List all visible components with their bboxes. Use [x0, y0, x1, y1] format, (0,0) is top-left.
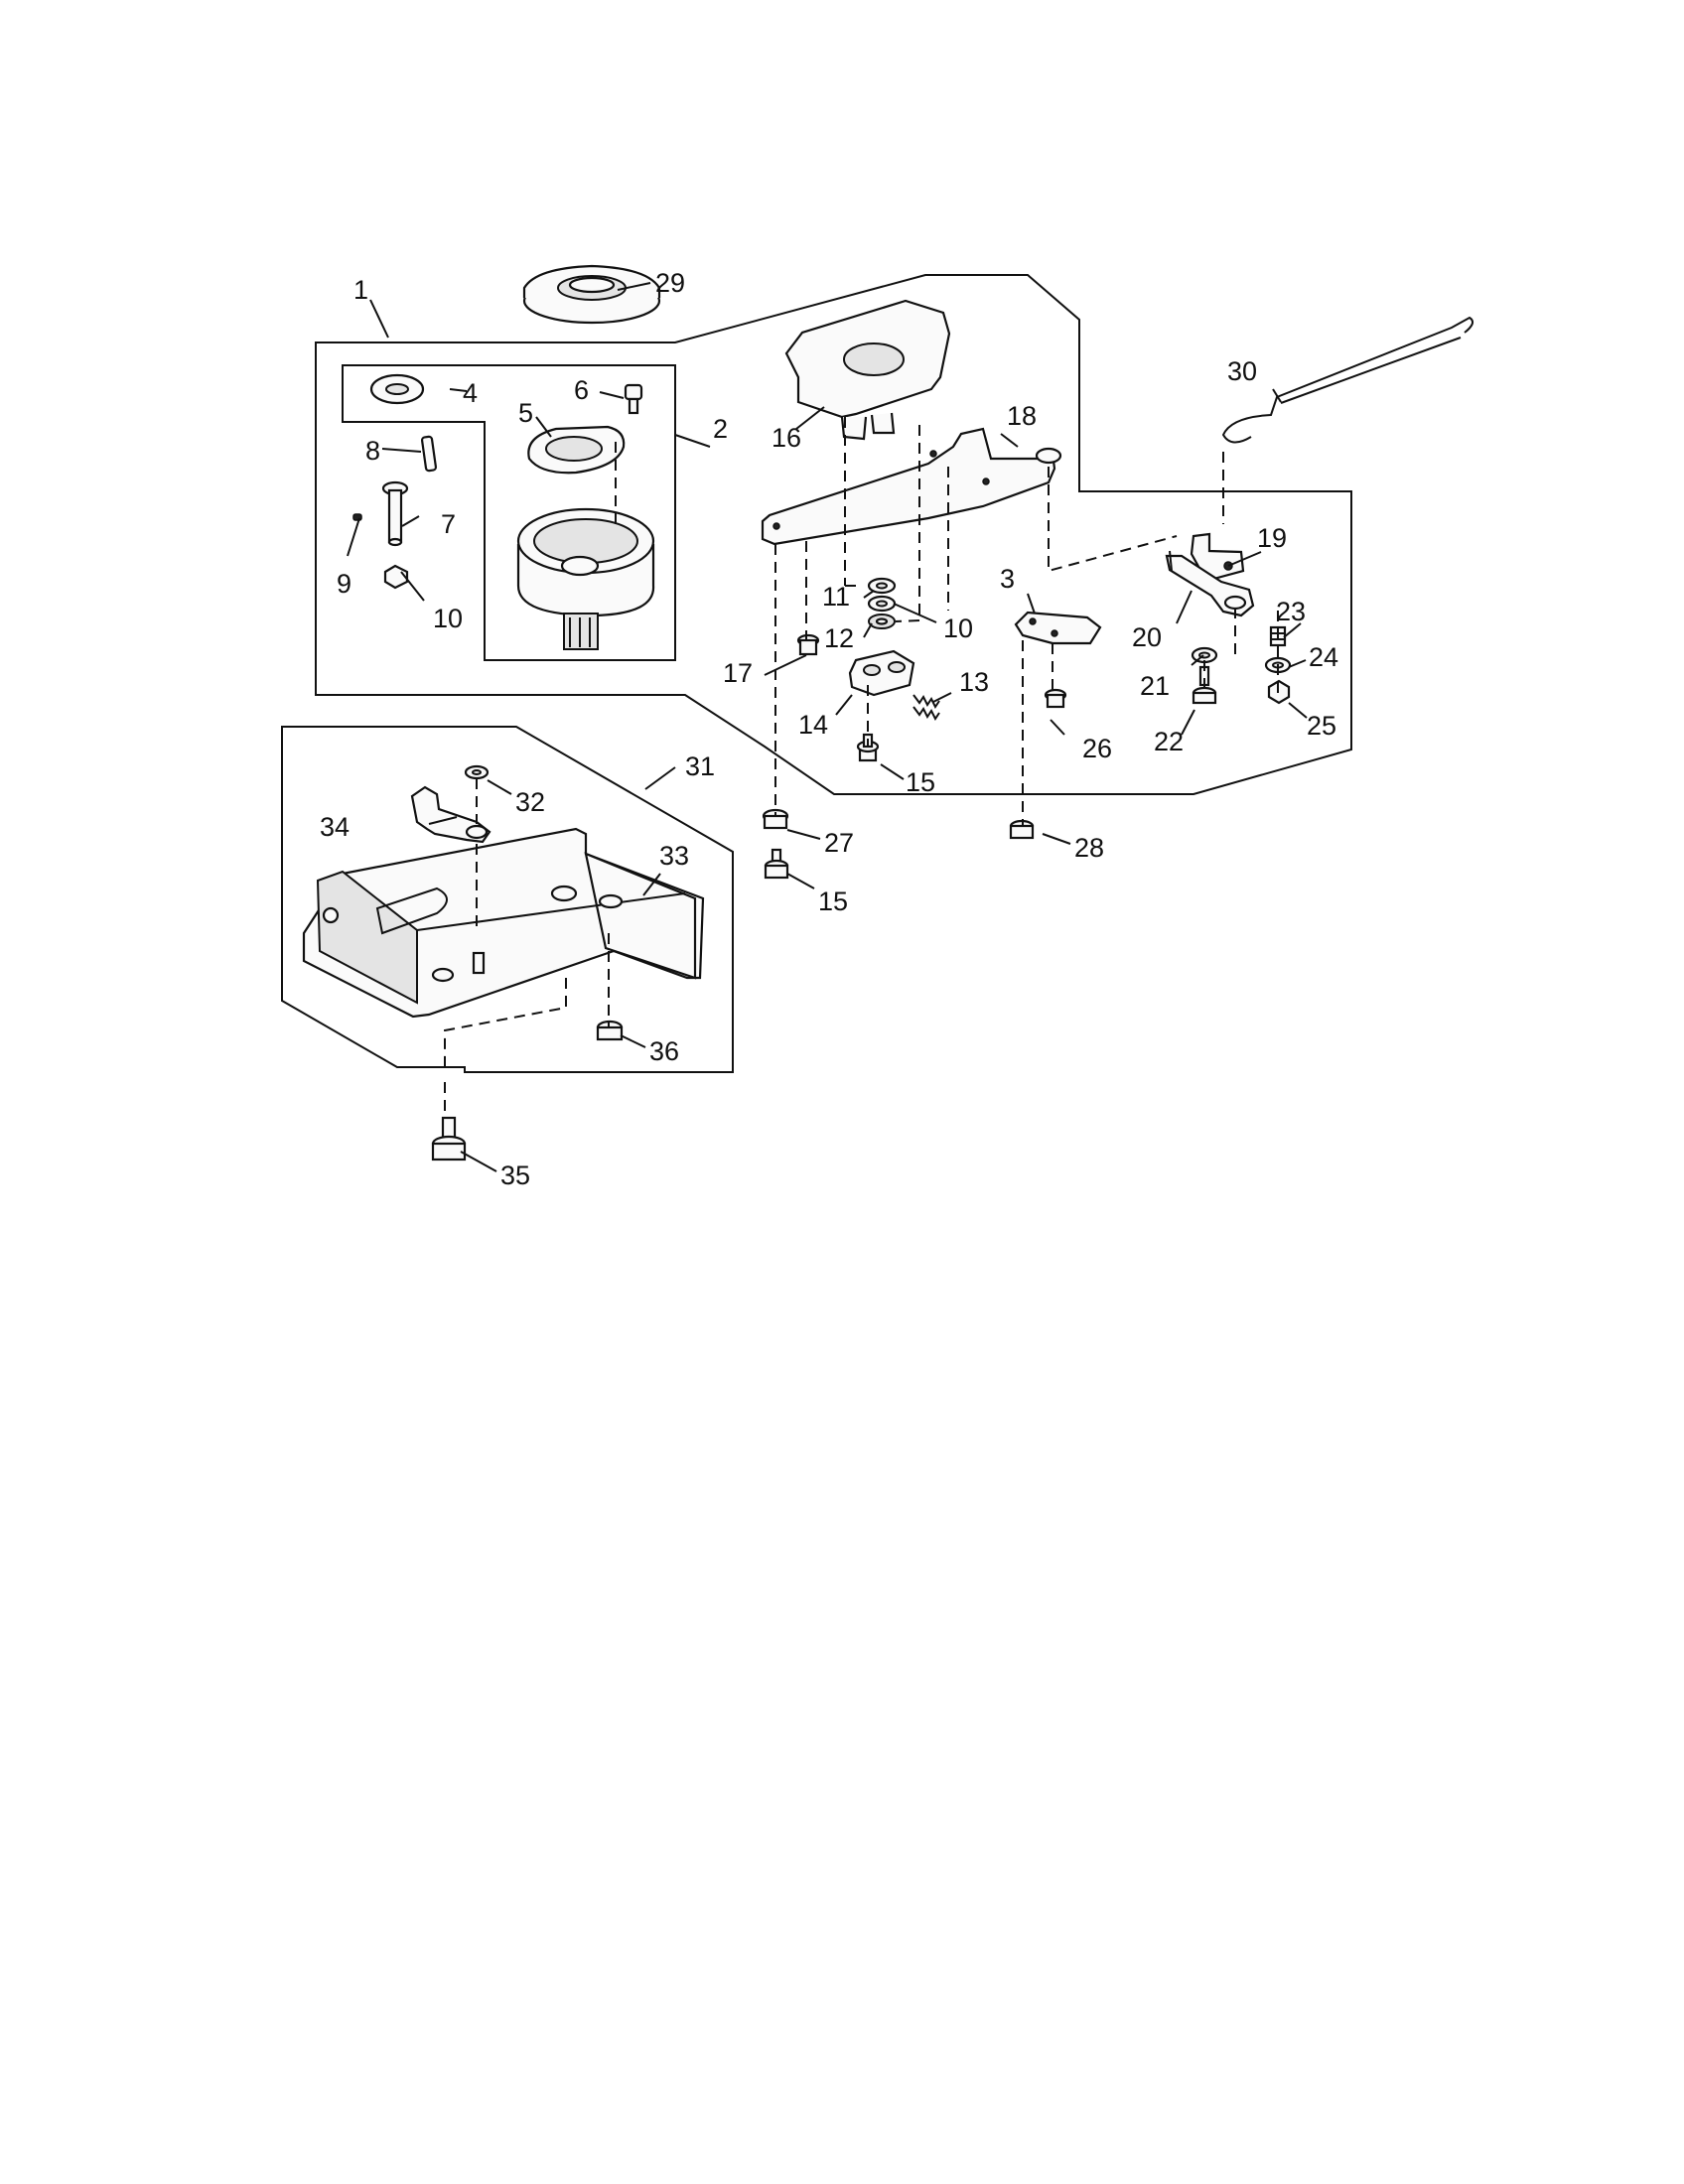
- part-15-screw-lower: [764, 848, 789, 880]
- callout-6: 6: [574, 375, 589, 405]
- callout-1: 1: [353, 275, 368, 305]
- callout-3: 3: [1000, 564, 1015, 594]
- callout-19: 19: [1257, 523, 1287, 553]
- part-3-small-plate: [1014, 611, 1102, 645]
- callout-8: 8: [365, 436, 380, 466]
- callout-14: 14: [798, 710, 828, 740]
- callout-23: 23: [1276, 597, 1306, 626]
- part-31-base-plate: [302, 827, 705, 1019]
- part-8-pin: [420, 435, 438, 473]
- callout-4: 4: [463, 378, 478, 408]
- callout-29: 29: [655, 268, 685, 298]
- callout-16: 16: [772, 423, 801, 453]
- assembly-lines-base: [444, 778, 610, 1118]
- callout-31: 31: [685, 751, 715, 781]
- callout-18: 18: [1007, 401, 1037, 431]
- part-26-screw: [1044, 688, 1067, 709]
- callout-33: 33: [659, 841, 689, 871]
- callout-21: 21: [1140, 671, 1170, 701]
- callout-28: 28: [1074, 833, 1104, 863]
- callout-5: 5: [518, 398, 533, 428]
- part-16-bobbin-holder: [784, 299, 951, 441]
- callout-32: 32: [515, 787, 545, 817]
- part-34-lever: [410, 785, 491, 844]
- callout-26: 26: [1082, 734, 1112, 763]
- part-15-screw-upper: [856, 733, 880, 762]
- callout-10-right: 10: [943, 614, 973, 643]
- part-7-shaft: [381, 480, 409, 547]
- part-29-bobbin-cover: [522, 264, 661, 325]
- part-10-washer: [867, 595, 897, 613]
- callout-24: 24: [1309, 642, 1338, 672]
- callout-30: 30: [1227, 356, 1257, 386]
- part-32-washer: [464, 764, 490, 780]
- part-2-rotary-hook: [516, 507, 655, 650]
- callout-2: 2: [713, 414, 728, 444]
- leader-lines: [347, 282, 1308, 1172]
- callout-34: 34: [320, 812, 350, 842]
- part-12-washer: [868, 614, 896, 629]
- part-30-wire-rod: [1221, 316, 1474, 444]
- callout-labels: 1 29 4 6 5 2 8 7 9 10 16 18 30 19 3 11 1…: [320, 268, 1338, 1190]
- base-31-boundary: [281, 726, 734, 1073]
- callout-15-upper: 15: [906, 767, 935, 797]
- callout-20: 20: [1132, 622, 1162, 652]
- callout-12: 12: [824, 623, 854, 653]
- part-9-set-screw: [352, 513, 362, 521]
- callout-36: 36: [649, 1036, 679, 1066]
- assembly-lines-main: [774, 417, 1279, 826]
- part-10-nut: [383, 564, 409, 590]
- subassembly-2-boundary: [342, 364, 676, 661]
- part-18-lever-plate: [761, 427, 1062, 546]
- callout-11: 11: [822, 582, 850, 612]
- callout-9: 9: [337, 569, 351, 599]
- part-4-washer: [369, 373, 425, 405]
- callout-15-lower: 15: [818, 887, 848, 916]
- callout-7: 7: [441, 509, 456, 539]
- callout-22: 22: [1154, 727, 1184, 756]
- part-6-screw: [624, 383, 643, 415]
- callout-17: 17: [723, 658, 753, 688]
- part-11-washer: [867, 577, 897, 595]
- callout-13: 13: [959, 667, 989, 697]
- part-17-screw: [796, 633, 820, 656]
- callout-25: 25: [1307, 711, 1336, 741]
- callout-35: 35: [500, 1160, 530, 1190]
- assembly-1-boundary: [315, 274, 1352, 795]
- callout-27: 27: [824, 828, 854, 858]
- part-35-screw: [431, 1116, 467, 1161]
- part-14-block: [848, 649, 915, 697]
- callout-10-left: 10: [433, 604, 463, 633]
- part-5-plate: [527, 425, 626, 475]
- part-20-arm: [1165, 550, 1255, 617]
- part-13-spring: [912, 694, 940, 721]
